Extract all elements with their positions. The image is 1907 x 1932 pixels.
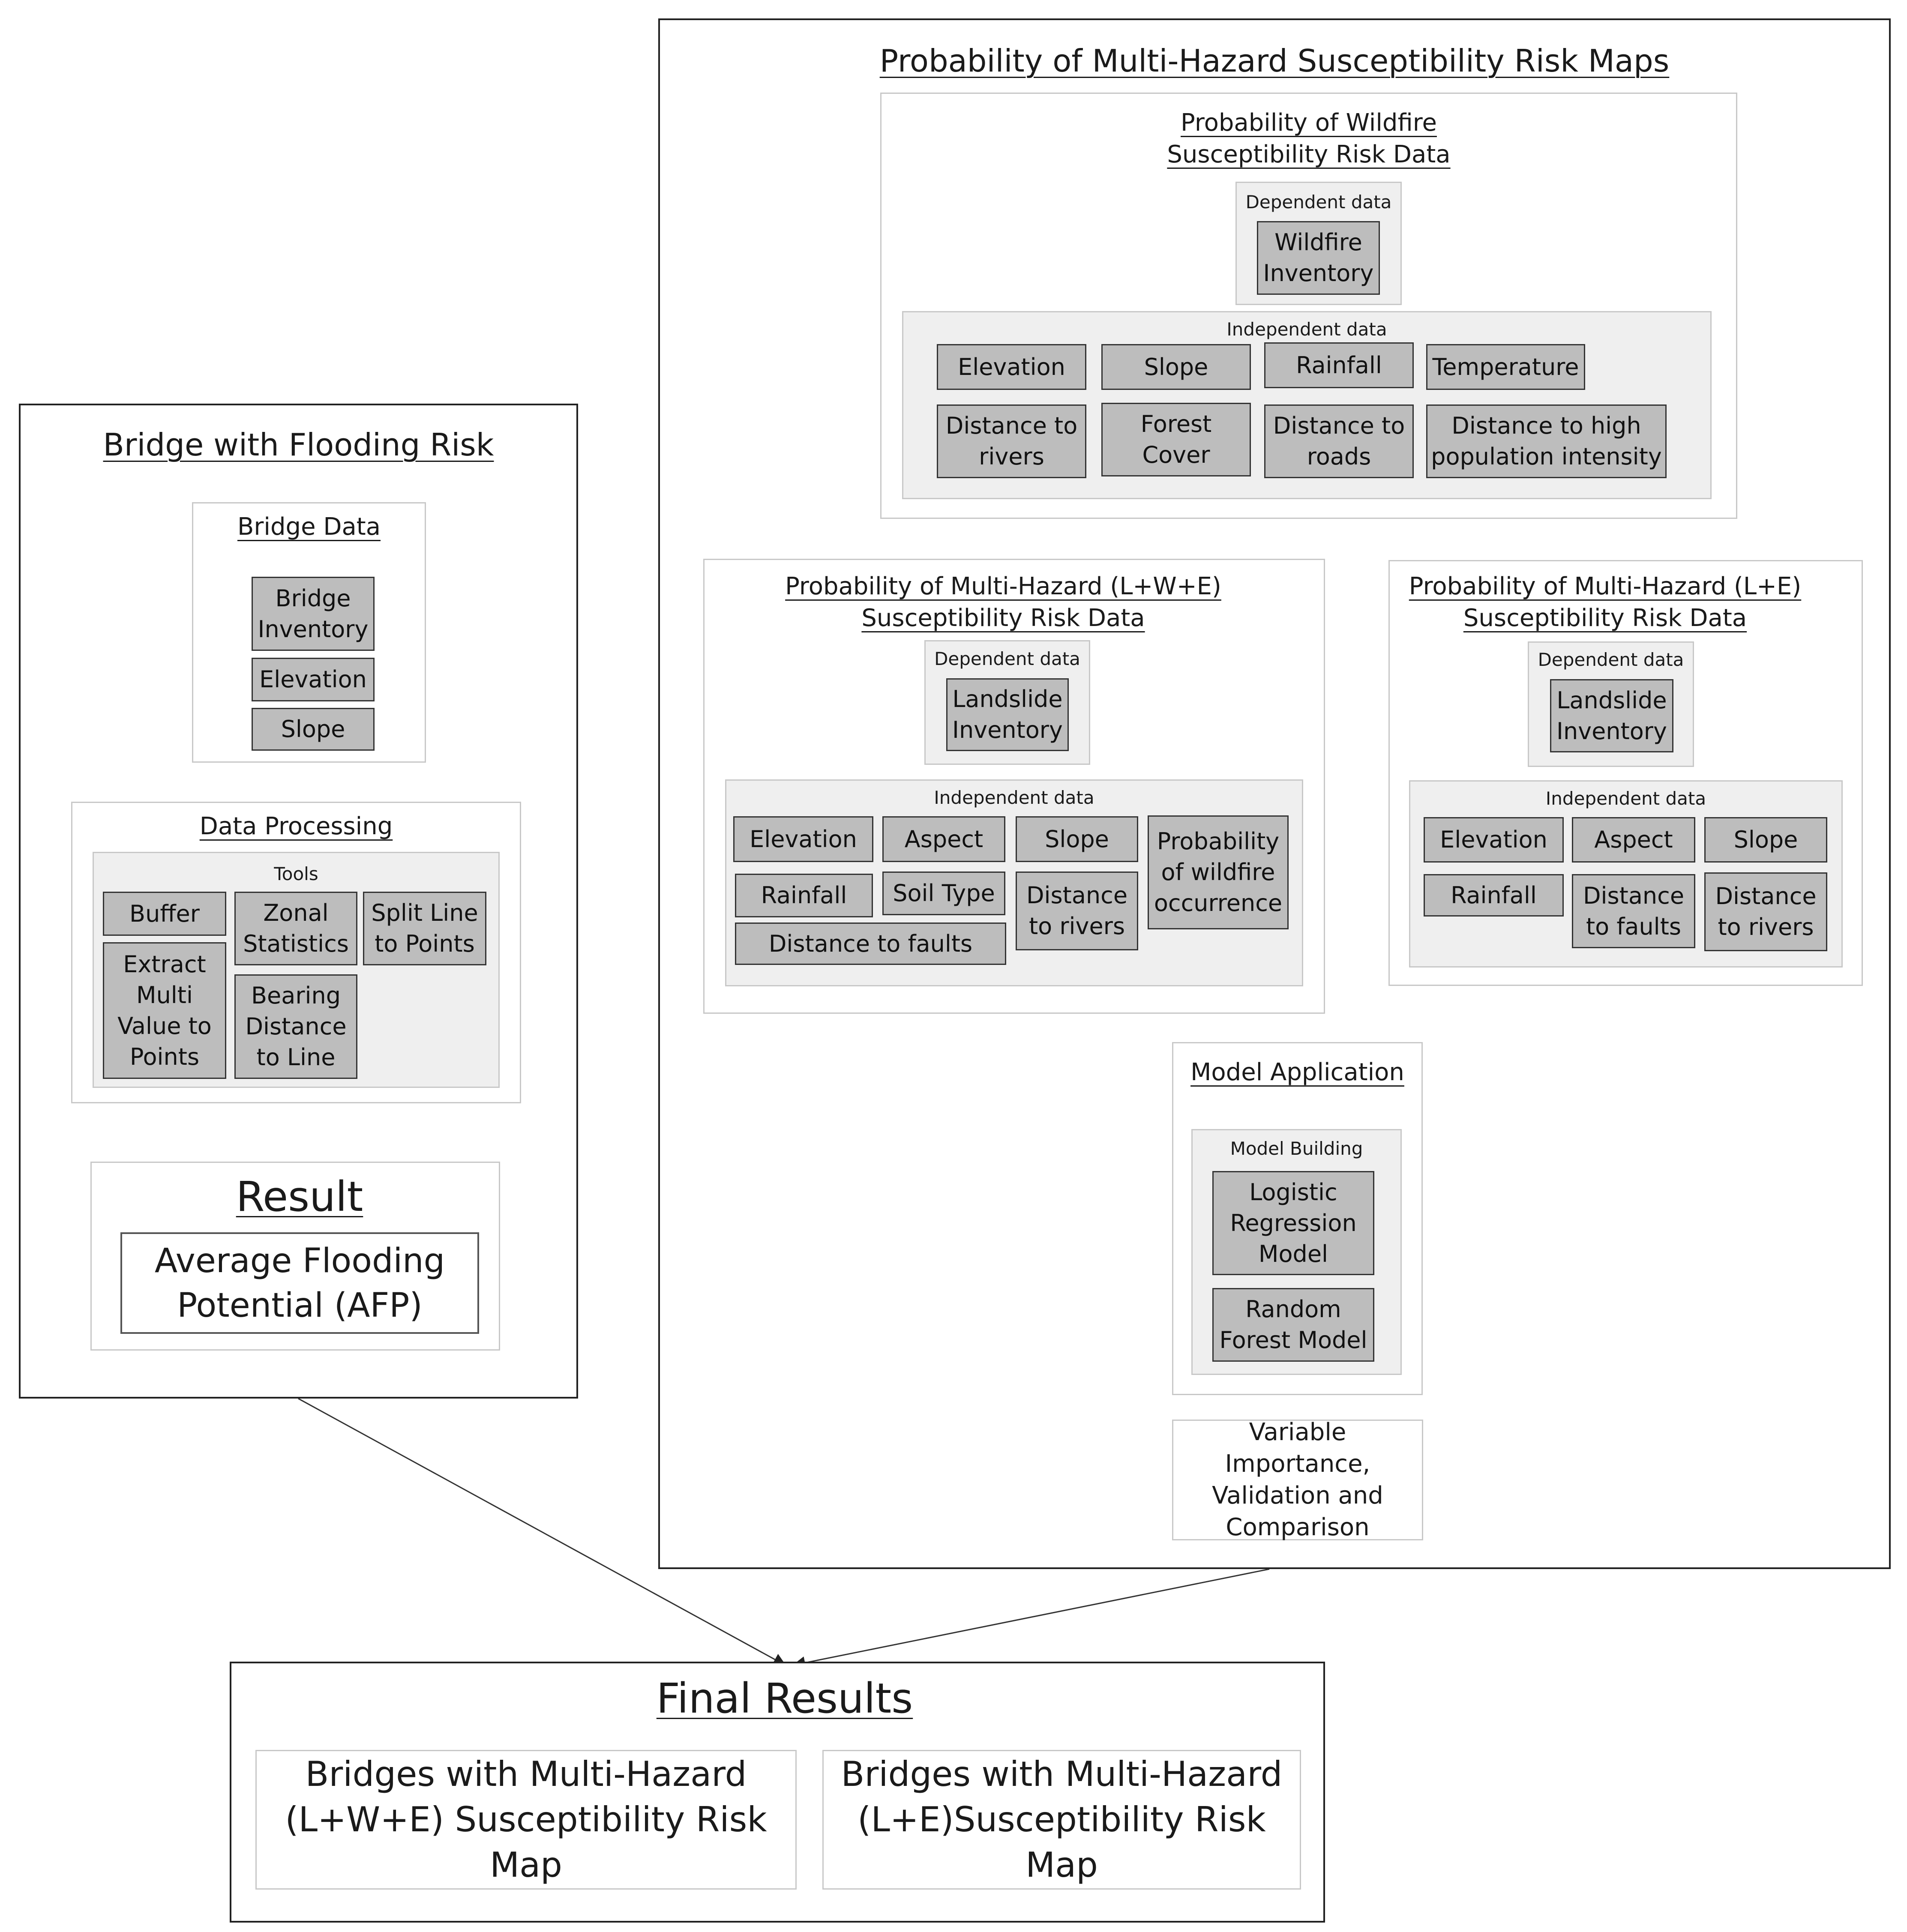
final-lwe-map-box: Bridges with Multi-Hazard (L+W+E) Suscep… — [255, 1750, 797, 1890]
lwe-soil-type-box: Soil Type — [882, 872, 1005, 915]
wildfire-dependent-label: Dependent data — [1245, 192, 1392, 213]
wildfire-distance-to-roads-box: Distance to roads — [1264, 404, 1414, 478]
le-rainfall-box: Rainfall — [1424, 874, 1564, 917]
lwe-slope-box: Slope — [1016, 816, 1138, 862]
bridge-elevation-box: Elevation — [252, 658, 375, 701]
wildfire-independent-label: Independent data — [1226, 319, 1387, 340]
arrow-maps-to-final — [792, 1568, 1270, 1669]
main-title: Probability of Multi-Hazard Susceptibili… — [879, 43, 1670, 79]
lwe-landslide-inventory-box: Landslide Inventory — [946, 678, 1069, 751]
bridge-slope-box: Slope — [252, 708, 375, 751]
average-flooding-potential-box: Average Flooding Potential (AFP) — [120, 1232, 479, 1334]
model-application-title: Model Application — [1190, 1058, 1404, 1086]
wildfire-elevation-box: Elevation — [937, 344, 1086, 390]
le-distance-to-faults-box: Distance to faults — [1572, 874, 1695, 948]
wildfire-distance-to-rivers-box: Distance to rivers — [937, 404, 1086, 478]
le-dependent-label: Dependent data — [1538, 649, 1684, 670]
split-line-to-points-box: Split Line to Points — [363, 892, 486, 965]
lwe-distance-to-rivers-box: Distance to rivers — [1016, 872, 1138, 950]
lwe-elevation-box: Elevation — [733, 816, 873, 862]
wildfire-forest-cover-box: Forest Cover — [1101, 403, 1251, 476]
lwe-aspect-box: Aspect — [882, 816, 1005, 862]
wildfire-inventory-box: Wildfire Inventory — [1257, 221, 1380, 295]
le-slope-box: Slope — [1704, 817, 1827, 863]
zonal-statistics-box: Zonal Statistics — [234, 892, 357, 965]
lwe-dependent-label: Dependent data — [934, 648, 1080, 669]
extract-multi-value-box: Extract Multi Value to Points — [103, 942, 226, 1079]
le-elevation-box: Elevation — [1424, 817, 1564, 863]
le-title: Probability of Multi-Hazard (L+E) Suscep… — [1409, 572, 1802, 632]
tools-label: Tools — [274, 863, 318, 884]
wildfire-slope-box: Slope — [1101, 344, 1251, 390]
bridge-inventory-box: Bridge Inventory — [252, 577, 375, 651]
result-title: Result — [236, 1173, 363, 1221]
logistic-regression-model-box: Logistic Regression Model — [1212, 1171, 1374, 1275]
lwe-independent-label: Independent data — [934, 787, 1094, 808]
buffer-box: Buffer — [103, 892, 226, 936]
data-processing-title: Data Processing — [199, 812, 393, 840]
le-aspect-box: Aspect — [1572, 817, 1695, 863]
le-distance-to-rivers-box: Distance to rivers — [1704, 872, 1827, 951]
wildfire-distance-to-population-box: Distance to high population intensity — [1426, 404, 1667, 478]
wildfire-rainfall-box: Rainfall — [1264, 342, 1414, 388]
final-le-map-box: Bridges with Multi-Hazard (L+E)Susceptib… — [822, 1750, 1301, 1890]
lwe-distance-to-faults-box: Distance to faults — [735, 923, 1006, 965]
model-building-label: Model Building — [1230, 1138, 1363, 1159]
lwe-rainfall-box: Rainfall — [735, 874, 873, 917]
variable-importance-box: Variable Importance, Validation and Comp… — [1172, 1418, 1423, 1541]
bridge-data-title: Bridge Data — [237, 513, 381, 541]
lwe-title: Probability of Multi-Hazard (L+W+E) Susc… — [785, 572, 1221, 632]
le-landslide-inventory-box: Landslide Inventory — [1550, 679, 1673, 752]
le-independent-label: Independent data — [1545, 788, 1706, 809]
bearing-distance-box: Bearing Distance to Line — [234, 974, 357, 1079]
final-results-title: Final Results — [656, 1674, 913, 1722]
bridge-title: Bridge with Flooding Risk — [103, 427, 494, 463]
wildfire-title: Probability of Wildfire Susceptibility R… — [1167, 109, 1451, 168]
lwe-probability-wildfire-box: Probability of wildfire occurrence — [1148, 815, 1289, 929]
wildfire-temperature-box: Temperature — [1426, 344, 1585, 390]
random-forest-model-box: Random Forest Model — [1212, 1288, 1374, 1362]
arrow-bridge-to-final — [298, 1398, 786, 1666]
